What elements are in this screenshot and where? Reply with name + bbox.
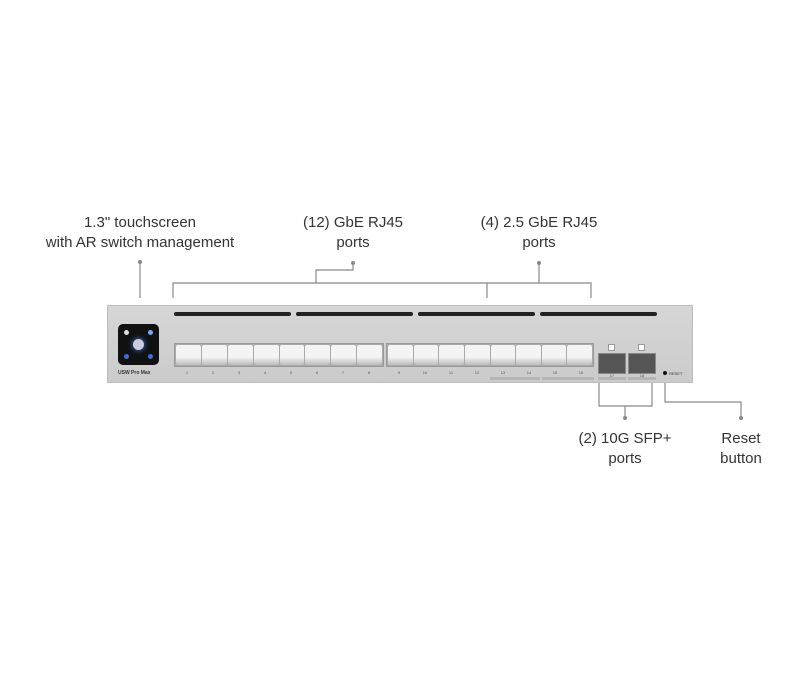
rj45-port-14[interactable]	[516, 345, 541, 365]
rj45-port-4[interactable]	[253, 345, 279, 365]
model-label: USW Pro Max	[118, 370, 151, 376]
vent	[540, 312, 657, 316]
sfp-led	[608, 344, 615, 351]
port-number: 14	[526, 370, 532, 375]
port-bar	[490, 377, 540, 380]
rj45-port-10[interactable]	[413, 345, 439, 365]
port-number: 18	[639, 373, 645, 378]
port-number: 12	[474, 370, 480, 375]
port-number: 15	[552, 370, 558, 375]
port-number: 10	[422, 370, 428, 375]
rj45-port-8[interactable]	[357, 345, 382, 365]
sfp-port-18[interactable]	[628, 353, 656, 374]
reset-hole-icon	[663, 371, 667, 375]
rj45-port-group-2	[386, 343, 594, 367]
port-bar	[598, 377, 626, 380]
rj45-port-7[interactable]	[331, 345, 357, 365]
port-number: 5	[289, 370, 293, 375]
port-number: 16	[578, 370, 584, 375]
rj45-port-1[interactable]	[176, 345, 201, 365]
port-number: 13	[500, 370, 506, 375]
rj45-port-12[interactable]	[464, 345, 490, 365]
rj45-port-6[interactable]	[305, 345, 331, 365]
port-number: 2	[211, 370, 215, 375]
port-number: 1	[185, 370, 189, 375]
port-number: 3	[237, 370, 241, 375]
reset-label: RESET	[669, 371, 683, 376]
vent	[296, 312, 413, 316]
sfp-port-17[interactable]	[598, 353, 626, 374]
port-bar	[542, 377, 594, 380]
rj45-port-3[interactable]	[227, 345, 253, 365]
rj45-port-5[interactable]	[279, 345, 305, 365]
touchscreen[interactable]	[118, 324, 159, 365]
vent	[174, 312, 291, 316]
rj45-port-16[interactable]	[567, 345, 592, 365]
reset-button[interactable]: RESET	[663, 371, 682, 376]
port-bar	[628, 377, 656, 380]
port-number: 7	[341, 370, 345, 375]
sfp-led	[638, 344, 645, 351]
rj45-port-15[interactable]	[541, 345, 567, 365]
touchscreen-knob-icon	[133, 339, 144, 350]
sfp-ports-callout: (2) 10G SFP+ports	[578, 430, 672, 467]
port-number: 8	[367, 370, 371, 375]
rj45-port-2[interactable]	[201, 345, 227, 365]
vent	[418, 312, 535, 316]
port-number: 17	[609, 373, 615, 378]
port-number: 11	[448, 370, 454, 375]
port-number: 6	[315, 370, 319, 375]
info-icon	[124, 354, 129, 359]
rj45-port-9[interactable]	[388, 345, 413, 365]
rj45-port-group-1	[174, 343, 384, 367]
rj45-port-13[interactable]	[490, 345, 516, 365]
home-icon	[124, 330, 129, 335]
stats-icon	[148, 330, 153, 335]
port-number: 4	[263, 370, 267, 375]
settings-icon	[148, 354, 153, 359]
port-number: 9	[397, 370, 401, 375]
rj45-port-11[interactable]	[439, 345, 464, 365]
